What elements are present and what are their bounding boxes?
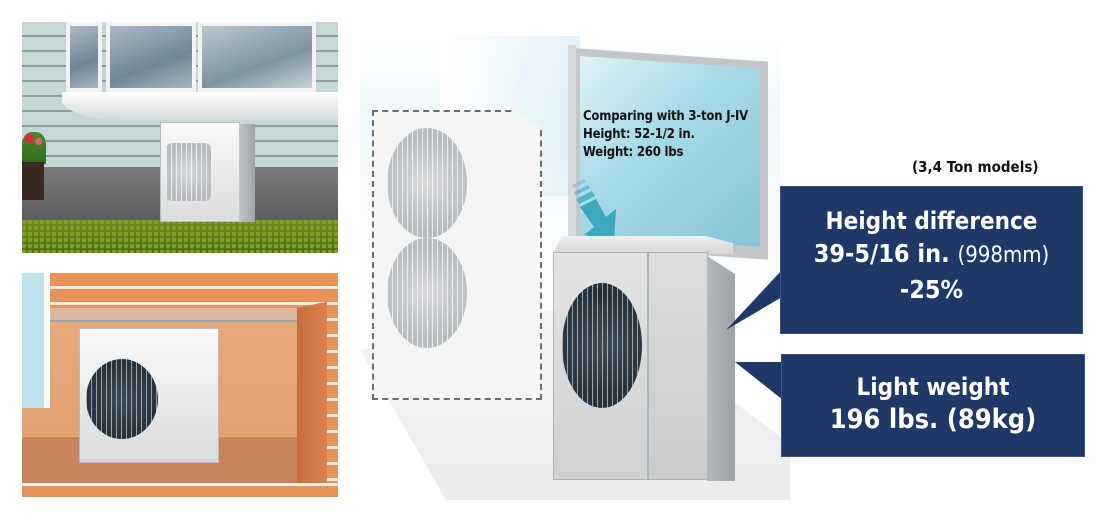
bay-window-ledge <box>62 92 338 120</box>
height-percent: -25% <box>899 275 964 304</box>
window <box>22 273 50 408</box>
brick-row <box>22 483 338 497</box>
new-unit-side <box>707 256 735 481</box>
window-left <box>66 22 102 92</box>
down-arrow-icon <box>572 179 616 241</box>
comparison-text: Comparing with 3-ton J-IV Height: 52-1/2… <box>583 108 748 162</box>
unit-side <box>239 124 255 222</box>
fan-grille <box>166 143 211 201</box>
callout-title: Light weight <box>856 373 1010 401</box>
heat-pump-unit <box>79 328 219 463</box>
height-mm: (998mm) <box>957 243 1050 268</box>
flowers <box>22 132 46 164</box>
weight-value: 196 lbs. (89kg) <box>829 404 1037 435</box>
window-right <box>198 22 316 92</box>
height-value: 39-5/16 in. (998mm) <box>781 237 1082 273</box>
lawn <box>22 220 338 253</box>
recess-side-wall <box>297 301 327 488</box>
models-note: (3,4 Ton models) <box>912 158 1039 176</box>
comparison-height: Height: 52-1/2 in. <box>583 127 695 142</box>
new-unit-top <box>553 236 733 254</box>
old-unit-fan-top <box>387 128 467 238</box>
new-unit-service-panel <box>648 252 708 480</box>
brick-wall-photo <box>22 273 338 497</box>
lintel <box>22 308 322 322</box>
callout-title: Height difference <box>825 207 1038 235</box>
light-weight-callout: Light weight 196 lbs. (89kg) <box>781 354 1085 457</box>
old-unit-fan-bottom <box>387 238 467 348</box>
height-difference-callout: Height difference 39-5/16 in. (998mm) -2… <box>780 186 1083 334</box>
comparison-weight: Weight: 260 lbs <box>583 145 684 160</box>
window-mullion <box>568 45 576 250</box>
window-center <box>106 22 196 92</box>
new-unit-fan <box>562 283 642 408</box>
height-inches: 39-5/16 in. <box>813 239 950 268</box>
fan-grille <box>86 359 158 439</box>
planter <box>22 162 44 200</box>
heat-pump-unit <box>160 122 240 222</box>
house-siding-photo <box>22 22 338 253</box>
comparison-model: Comparing with 3-ton J-IV <box>583 109 749 124</box>
